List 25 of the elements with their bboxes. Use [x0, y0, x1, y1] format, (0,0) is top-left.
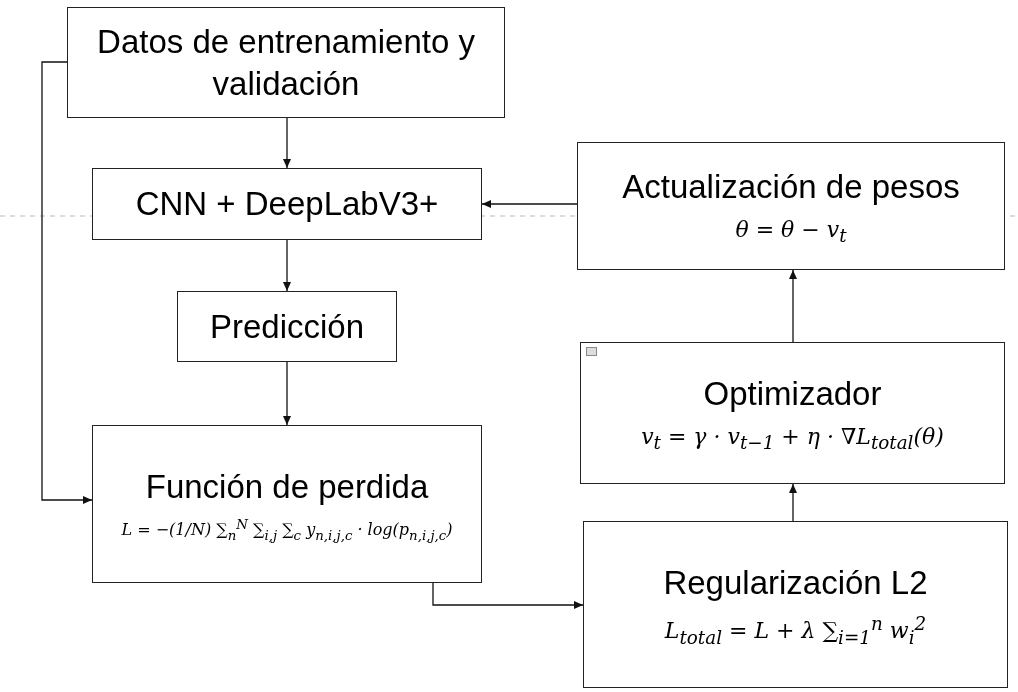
box-title: Regularización L2 — [663, 562, 928, 603]
arrow — [283, 361, 291, 426]
box-title: Función de perdida — [145, 466, 429, 507]
process-box — [577, 142, 1005, 270]
arrow — [481, 200, 578, 208]
process-box — [92, 425, 482, 583]
process-box — [177, 291, 397, 362]
process-box — [580, 342, 1005, 484]
arrow — [283, 117, 291, 169]
arrow — [432, 582, 584, 609]
box-title: Predicción — [209, 306, 365, 347]
arrow — [283, 239, 291, 292]
formula: v$_{t}$ = γ · v$_{t−1}$ + η · ∇L$_{total}$(θ) — [641, 423, 944, 454]
formula: θ = θ − v$_{t}$ — [735, 216, 847, 247]
box-title: Optimizador — [703, 373, 882, 414]
arrow — [789, 269, 797, 343]
arrow — [789, 483, 797, 522]
box-title: Actualización de pesos — [622, 166, 960, 207]
process-box — [67, 7, 505, 118]
box-title: CNN + DeepLabV3+ — [135, 184, 439, 225]
process-box — [92, 168, 482, 240]
box-title: Datos de entrenamiento y validación — [96, 22, 476, 104]
formula: L = −(1/N) ∑$_{n}$$^{N}$ ∑$_{i,j}$ ∑$_{c}$ y$_{n,i,j,c}$ · log(p$_{n,i,j,c}$) — [121, 516, 453, 543]
process-box — [583, 521, 1008, 688]
arrow — [41, 61, 93, 504]
